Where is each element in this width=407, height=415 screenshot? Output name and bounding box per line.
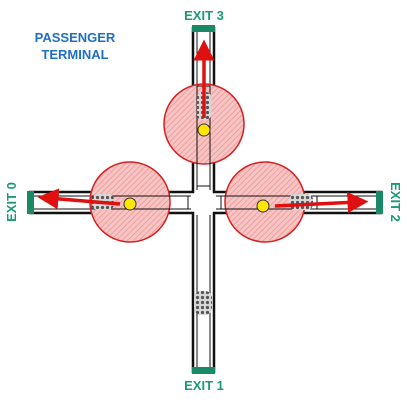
exit-3-door: [192, 25, 215, 32]
agent-north: [197, 123, 211, 137]
exit-3-label: EXIT 3: [184, 8, 224, 23]
crowd-south: [194, 291, 212, 315]
agent-east: [256, 199, 270, 213]
exit-1-label: EXIT 1: [184, 378, 224, 393]
title-line-1: PASSENGER: [35, 30, 116, 45]
exit-1-door: [192, 367, 215, 374]
exit-0-door: [27, 191, 34, 214]
exit-2-label: EXIT 2: [388, 182, 403, 222]
exit-2-door: [376, 191, 383, 214]
agent-west: [123, 197, 137, 211]
title-line-2: TERMINAL: [41, 47, 108, 62]
arrow-to-exit-0: [37, 188, 121, 210]
crowd-east: [289, 194, 313, 210]
arrow-to-exit-2: [274, 192, 369, 213]
exit-0-label: EXIT 0: [4, 182, 19, 222]
